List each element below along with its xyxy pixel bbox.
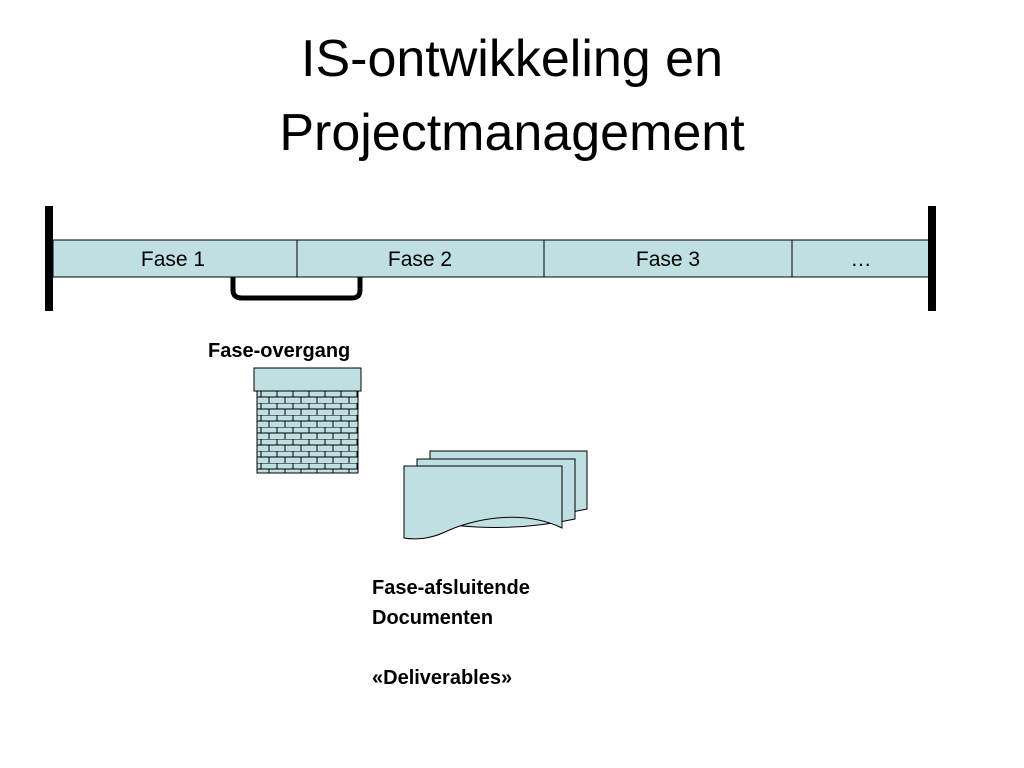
phase-label-1: Fase 1 (141, 248, 205, 271)
timeline-bar: Fase 1 Fase 2 Fase 3 … (52, 239, 930, 278)
phase-label-2: Fase 2 (388, 248, 452, 271)
multiple-documents-icon (403, 450, 588, 540)
phase-transition-bracket (230, 277, 363, 301)
deliverables-spacer (372, 633, 530, 663)
title-line-2: Projectmanagement (279, 104, 745, 162)
phase-label-3: Fase 3 (636, 248, 700, 271)
document-sheet-front (403, 465, 563, 540)
phase-cell-4 (791, 239, 930, 278)
timeline-start-marker (45, 206, 53, 311)
phase-transition-label: Fase-overgang (208, 340, 351, 362)
deliverables-line-3: «Deliverables» (372, 667, 513, 689)
deliverables-line-2: Documenten (372, 607, 494, 629)
deliverables-label: Fase-afsluitende Documenten «Deliverable… (372, 573, 530, 693)
phase-label-4: … (851, 248, 872, 271)
brick-wall-icon (253, 367, 362, 474)
deliverables-line-1: Fase-afsluitende (372, 577, 530, 599)
timeline-end-marker (928, 206, 936, 311)
title-line-1: IS-ontwikkeling en (301, 30, 723, 88)
slide-title: IS-ontwikkeling en Projectmanagement (0, 22, 1024, 170)
phase-cell-1 (52, 239, 298, 278)
